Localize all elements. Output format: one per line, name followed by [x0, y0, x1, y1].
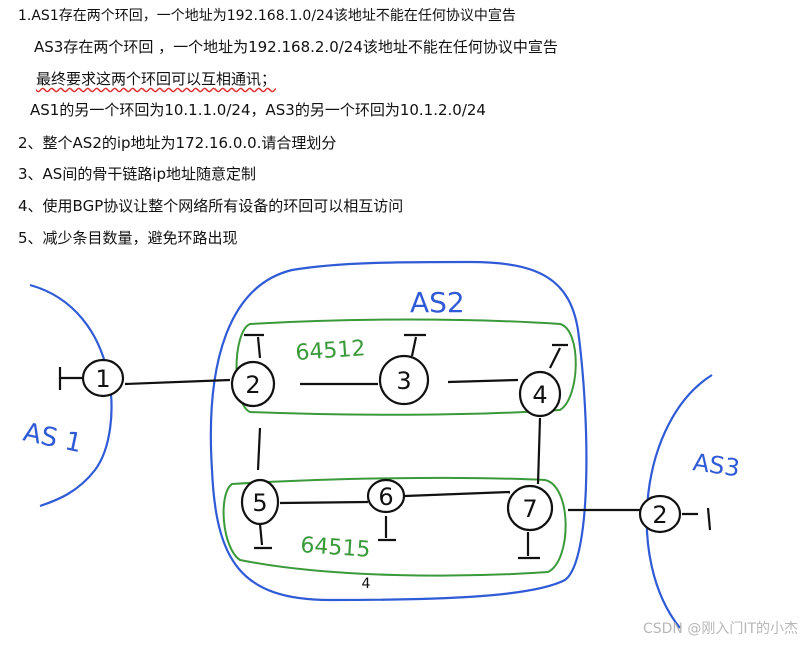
router-label-as3: 2	[652, 501, 667, 529]
router-3	[378, 354, 430, 406]
router-as3	[638, 494, 682, 534]
router-6	[366, 478, 406, 514]
page-number: 4	[362, 576, 371, 592]
requirement-line-4: AS1的另一个环回为10.1.1.0/24，AS3的另一个环回为10.1.2.0…	[30, 101, 486, 119]
links	[58, 333, 712, 560]
as3-boundary	[645, 374, 713, 629]
as1-boundary	[29, 283, 113, 508]
requirement-line-2: AS3存在两个环回 ，一个地址为192.168.2.0/24该地址不能在任何协议…	[34, 38, 558, 56]
as3-label: AS3	[691, 448, 741, 482]
r1-loopback-stub	[58, 367, 85, 390]
sub-as-64512-label: 64512	[295, 336, 367, 366]
router-label-7: 7	[522, 495, 537, 523]
sub-as-64512-boundary	[235, 318, 577, 416]
router-2	[230, 360, 276, 408]
r6-loopback-stub	[378, 516, 396, 542]
router-7	[506, 484, 554, 532]
requirement-line-6: 3、AS间的骨干链路ip地址随意定制	[18, 165, 257, 183]
r3-loopback-stub	[404, 333, 426, 357]
router-4	[518, 370, 562, 418]
router-5	[240, 478, 280, 526]
sub-as-64515-label: 64515	[300, 533, 372, 563]
as3-loopback-stub	[682, 507, 712, 531]
link-r2-r5	[256, 427, 262, 471]
watermark: CSDN @刚入门IT的小杰	[642, 621, 798, 637]
requirement-line-5: 2、整个AS2的ip地址为172.16.0.0.请合理划分	[18, 134, 337, 152]
r7-loopback-stub	[518, 532, 540, 560]
requirement-line-7: 4、使用BGP协议让整个网络所有设备的环回可以相互访问	[18, 197, 404, 215]
router-label-1: 1	[95, 365, 110, 393]
as1-label: AS 1	[21, 418, 85, 460]
link-r3-r4	[447, 378, 519, 384]
as2-boundary	[209, 260, 588, 602]
r4-loopback-stub	[549, 343, 568, 369]
router-label-2: 2	[245, 371, 260, 399]
router-1	[81, 358, 125, 398]
link-r5-r6	[279, 500, 369, 505]
requirement-line-8: 5、减少条目数量，避免环路出现	[18, 229, 238, 247]
routers	[81, 354, 682, 534]
r5-loopback-stub	[254, 523, 272, 550]
router-label-5: 5	[252, 489, 267, 517]
router-label-6: 6	[378, 483, 393, 511]
link-r1-r2	[124, 378, 231, 386]
link-r4-r7	[536, 417, 542, 485]
sub-as-64515-boundary	[222, 476, 567, 577]
requirement-line-1: 1.AS1存在两个环回，一个地址为192.168.1.0/24该地址不能在任何协…	[18, 8, 516, 24]
as2-label: AS2	[410, 286, 465, 319]
link-r6-r7	[404, 490, 511, 498]
r2-loopback-stub	[244, 333, 264, 359]
router-label-3: 3	[396, 367, 411, 395]
router-label-4: 4	[532, 381, 547, 409]
requirement-line-3: 最终要求这两个环回可以互相通讯；	[36, 70, 277, 88]
